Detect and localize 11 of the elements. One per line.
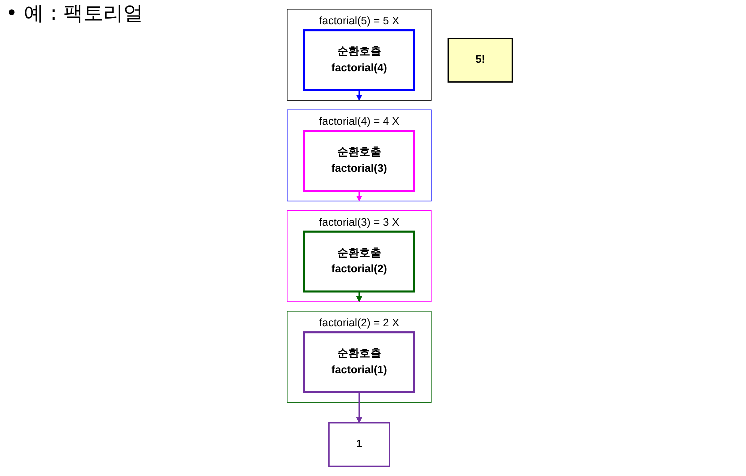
- arrow: [356, 292, 362, 302]
- node-box: 순환호출 factorial(2): [303, 230, 416, 293]
- node-box: 순환호출 factorial(4): [303, 30, 416, 92]
- node-box: 순환호출 factorial(3): [303, 130, 416, 192]
- node-box: 1: [328, 422, 390, 468]
- note-text: • 예 : 팩토리얼: [6, 0, 144, 27]
- arrow: [356, 191, 362, 202]
- node-box: 5!: [448, 38, 514, 83]
- arrow: [356, 90, 362, 101]
- arrow: [356, 392, 362, 424]
- node-box: 순환호출 factorial(1): [303, 332, 416, 394]
